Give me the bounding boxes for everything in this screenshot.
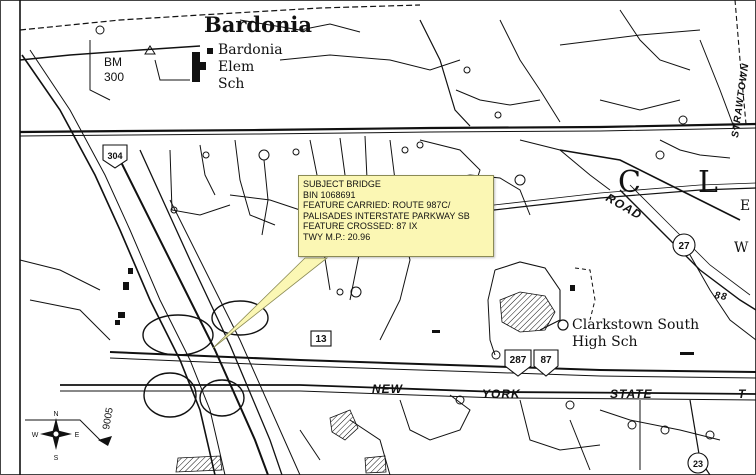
road-label-york: YORK — [482, 387, 521, 401]
svg-text:27: 27 — [678, 241, 690, 252]
compass-e-label: E — [75, 432, 80, 439]
benchmark-triangle — [144, 45, 156, 55]
benchmark-bm-label: BM — [104, 55, 122, 69]
route-shield-27: 27 — [672, 233, 696, 257]
route-9005-label: 9005 — [101, 406, 116, 430]
school1-label-line2: Elem — [218, 59, 254, 75]
route-shield-23: 23 — [687, 452, 709, 474]
compass-s-label: S — [54, 455, 59, 462]
callout-line-bin: BIN 1068691 — [303, 189, 356, 200]
route-shield-13: 13 — [310, 330, 332, 347]
callout-line-milepost: TWY M.P.: 20.96 — [303, 231, 371, 242]
svg-text:87: 87 — [540, 355, 552, 366]
road-label-t: T — [738, 387, 747, 401]
area-letter-l: L — [698, 165, 718, 200]
road-label-state: STATE — [610, 387, 653, 401]
svg-text:23: 23 — [693, 459, 703, 469]
route-shield-304: 304 — [102, 144, 128, 169]
benchmark-value-label: 300 — [104, 70, 124, 84]
callout-line-feature-carried: FEATURE CARRIED: ROUTE 987C/ — [303, 200, 451, 211]
compass-w-label: W — [32, 432, 39, 439]
compass-n-label: N — [53, 411, 58, 418]
svg-text:13: 13 — [315, 334, 327, 345]
town-label: Bardonia — [204, 12, 312, 37]
road-label-88: 88 — [713, 290, 728, 303]
buildings — [115, 48, 694, 355]
area-letter-c: C — [618, 165, 641, 200]
callout-line-parkway: PALISADES INTERSTATE PARKWAY SB — [303, 210, 470, 221]
callout-line-title: SUBJECT BRIDGE — [303, 179, 381, 189]
north-arrow-icon — [98, 436, 112, 446]
callout-leader — [212, 257, 329, 349]
svg-text:287: 287 — [510, 355, 527, 366]
cul-de-sacs — [170, 66, 715, 440]
route-shield-287: 287 — [504, 349, 532, 377]
letter-e-label: E — [740, 198, 750, 214]
road-label-strawtown: STRAWTOWN — [730, 62, 751, 138]
letter-w-label: W — [734, 240, 749, 256]
subject-bridge-callout: SUBJECT BRIDGE BIN 1068691 FEATURE CARRI… — [298, 175, 494, 257]
school1-label-line3: Sch — [218, 76, 244, 92]
route-shield-87: 87 — [533, 349, 559, 377]
hatched-structures — [175, 291, 556, 474]
callout-line-feature-crossed: FEATURE CROSSED: 87 IX — [303, 221, 418, 232]
compass-rose-icon: N S W E — [32, 411, 80, 462]
svg-text:304: 304 — [107, 151, 122, 161]
school1-label-line1: Bardonia — [218, 42, 283, 58]
road-network — [19, 0, 756, 475]
road-label-new: NEW — [372, 382, 404, 396]
school2-label-line2: High Sch — [572, 334, 638, 350]
school2-label-line1: Clarkstown South — [572, 317, 699, 333]
